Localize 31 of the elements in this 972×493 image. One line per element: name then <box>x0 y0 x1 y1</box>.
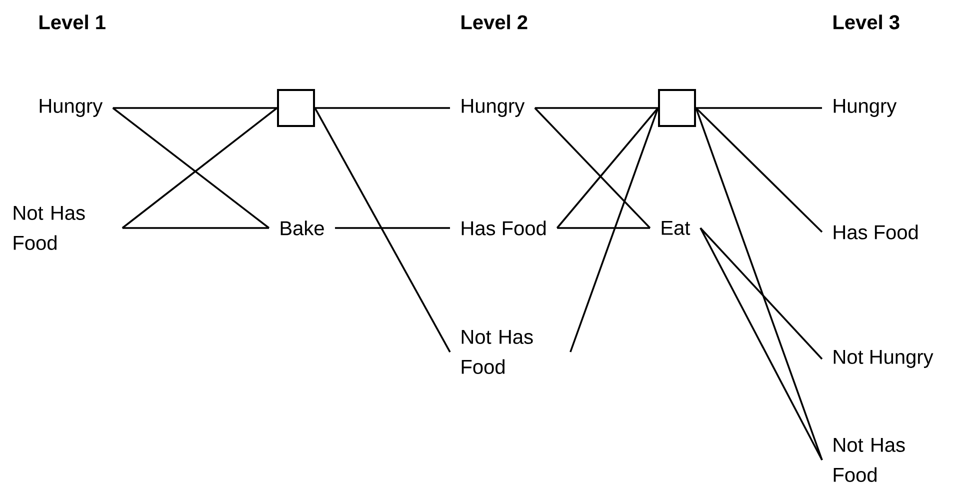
connector-line <box>534 107 651 229</box>
connector-line <box>335 227 450 229</box>
connector-line <box>556 107 659 229</box>
connector-line <box>695 108 823 460</box>
state-label: Not Has Food <box>834 438 905 482</box>
state-label: Hungry <box>40 99 103 117</box>
connector-line <box>695 107 823 233</box>
square-box <box>658 89 696 127</box>
state-label: Hungry <box>462 99 525 117</box>
state-label: Bake <box>280 220 324 236</box>
connector-line <box>696 107 822 109</box>
state-label: Has Food <box>462 220 546 236</box>
state-label: Eat <box>662 221 690 235</box>
connector-line <box>534 107 658 109</box>
connector-line <box>112 107 277 109</box>
state-label: Has Food <box>834 224 918 240</box>
connector-line <box>314 108 451 352</box>
connector-line <box>122 227 269 229</box>
square-box <box>277 89 315 127</box>
state-label: Not Has Food <box>14 206 85 250</box>
level-heading: Level 2 <box>462 14 528 30</box>
connector-line <box>700 228 823 460</box>
connector-line <box>315 107 450 109</box>
connector-line <box>700 227 823 360</box>
state-label: Hungry <box>834 99 897 117</box>
state-label: Not Hungry <box>834 350 934 368</box>
level-heading: Level 3 <box>834 14 900 30</box>
level-heading: Level 1 <box>40 14 106 30</box>
connector-line <box>570 108 659 352</box>
state-label: Not Has Food <box>462 330 533 374</box>
connector-line <box>557 227 650 229</box>
